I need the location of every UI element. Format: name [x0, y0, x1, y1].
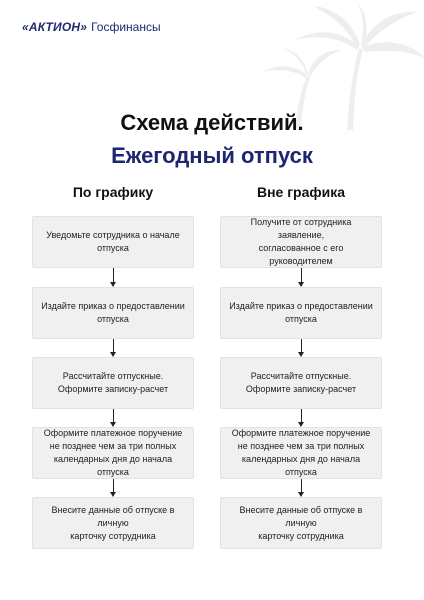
arrow-down-icon: [110, 268, 116, 287]
page-title: Схема действий.: [120, 110, 304, 135]
step-text: Внесите данные об отпуске в личную: [51, 504, 175, 528]
arrow-down-icon: [298, 268, 304, 287]
step-box: Внесите данные об отпуске в личную карто…: [220, 497, 382, 549]
step-text: Рассчитайте отпускные.: [250, 371, 352, 381]
step-text: согласованное с его руководителем: [258, 243, 344, 266]
logo: «АКТИОН» Госфинансы: [22, 20, 161, 34]
step-text: карточку сотрудника: [70, 530, 156, 541]
arrow-down-icon: [298, 409, 304, 427]
step-text: Издайте приказ о предоставлении: [229, 301, 373, 311]
step-text: отпуска: [285, 314, 317, 324]
column-heading-scheduled: По графику: [72, 184, 154, 200]
step-box: Уведомьте сотрудника о начале отпуска: [32, 216, 194, 268]
arrow-down-icon: [110, 409, 116, 427]
step-text: Оформите платежное поручение: [231, 428, 371, 438]
step-text: не позднее чем за три полных: [237, 441, 365, 451]
step-box: Внесите данные об отпуске в личную карто…: [32, 497, 194, 549]
step-text: Получите от сотрудника заявление,: [250, 217, 352, 240]
page-subtitle: Ежегодный отпуск: [111, 143, 313, 168]
step-box: Оформите платежное поручение не позднее …: [32, 427, 194, 479]
step-box: Оформите платежное поручение не позднее …: [220, 427, 382, 479]
step-text: отпуска: [97, 314, 129, 324]
step-text: Оформите записку-расчет: [57, 384, 169, 394]
logo-product: Госфинансы: [91, 20, 161, 34]
step-box: Издайте приказ о предоставлении отпуска: [32, 287, 194, 339]
step-text: Оформите записку-расчет: [245, 384, 357, 394]
step-text: Уведомьте сотрудника о начале: [46, 230, 180, 240]
step-box: Получите от сотрудника заявление, соглас…: [220, 216, 382, 268]
step-box: Рассчитайте отпускные. Оформите записку-…: [32, 357, 194, 409]
step-text: карточку сотрудника: [258, 530, 344, 541]
step-text: Рассчитайте отпускные.: [62, 371, 164, 381]
arrow-down-icon: [298, 479, 304, 497]
step-box: Рассчитайте отпускные. Оформите записку-…: [220, 357, 382, 409]
step-text: календарных дня до начала отпуска: [241, 454, 361, 477]
logo-brand: «АКТИОН»: [22, 20, 88, 34]
step-box: Издайте приказ о предоставлении отпуска: [220, 287, 382, 339]
step-text: не позднее чем за три полных: [49, 441, 177, 451]
step-text: Внесите данные об отпуске в личную: [239, 504, 363, 528]
arrow-down-icon: [110, 479, 116, 497]
step-text: календарных дня до начала отпуска: [53, 454, 173, 477]
arrow-down-icon: [110, 339, 116, 357]
palm-tree-icon: [263, 0, 424, 130]
step-text: Издайте приказ о предоставлении: [41, 301, 185, 311]
step-text: отпуска: [97, 243, 129, 253]
column-heading-unscheduled: Вне графика: [256, 184, 346, 200]
step-text: Оформите платежное поручение: [43, 428, 183, 438]
arrow-down-icon: [298, 339, 304, 357]
